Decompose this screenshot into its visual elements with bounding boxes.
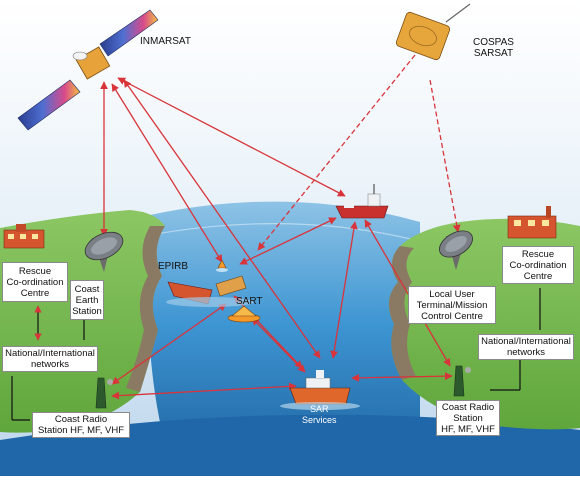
networks-left-line1: National/International (5, 348, 95, 359)
sart-label: SART (236, 296, 263, 307)
rcc-right-line2: Co-ordination (509, 259, 567, 271)
link-ship-epirb (239, 217, 337, 265)
sea-foreground (0, 414, 580, 476)
link-sar-coast-radio-left (111, 382, 297, 400)
link-epirb-coast-radio-left (111, 303, 227, 385)
coast-radio-left-line2: Station HF, MF, VHF (37, 425, 125, 436)
coast-radio-left-line1: Coast Radio (54, 414, 108, 425)
coast-earth-station-box: Coast Earth Station (70, 280, 104, 320)
coast-radio-right-line1: Coast Radio (441, 401, 495, 413)
networks-box-right: National/International networks (478, 334, 574, 360)
networks-left-line2: networks (30, 359, 69, 370)
rcc-box-right: Rescue Co-ordination Centre (502, 246, 574, 284)
coast-radio-right-line2: Station (453, 412, 483, 424)
sar-label-line1: SAR (310, 404, 329, 414)
networks-right-line2: networks (506, 347, 545, 358)
epirb-beacon (216, 259, 228, 272)
rcc-right-line3: Centre (523, 270, 553, 282)
lut-line1: Local User (429, 288, 475, 300)
epirb-label: EPIRB (158, 261, 189, 272)
coast-earth-line3: Station (72, 305, 102, 317)
cospas-sarsat-satellite (395, 3, 471, 61)
sar-label: SAR Services (302, 404, 337, 426)
lut-dish-right (439, 230, 473, 270)
coast-radio-mast-left (95, 377, 113, 409)
coast-earth-line2: Earth (75, 294, 99, 306)
rcc-building-right (507, 206, 557, 239)
link-ship-sar (330, 221, 358, 359)
coast-radio-right-line3: HF, MF, VHF (441, 423, 495, 435)
lut-mcc-box: Local User Terminal/Mission Control Cent… (408, 286, 496, 324)
sinking-vessel (166, 275, 254, 307)
coast-earth-line1: Coast (74, 283, 100, 295)
sart-liferaft (227, 305, 261, 323)
rcc-right-line1: Rescue (521, 248, 555, 260)
rcc-left-line3: Centre (20, 287, 50, 299)
networks-right-line1: National/International (481, 336, 571, 347)
cospas-label-line1: COSPAS (473, 37, 514, 48)
rcc-building-left (3, 224, 45, 249)
coast-radio-mast-right (453, 365, 471, 397)
networks-box-left: National/International networks (2, 346, 98, 372)
link-ship-coast-radio-right (364, 219, 451, 367)
link-epirb-cospas (257, 54, 416, 251)
communication-links (100, 54, 461, 400)
rcc-left-line1: Rescue (18, 265, 52, 277)
coast-radio-box-left: Coast Radio Station HF, MF, VHF (32, 412, 130, 438)
merchant-ship (335, 184, 389, 219)
cospas-label-line2: SARSAT (473, 48, 514, 59)
sar-label-line2: Services (302, 415, 337, 425)
link-cospas-lut (429, 79, 461, 233)
link-sar-coast-radio-right (351, 372, 453, 382)
inmarsat-label: INMARSAT (140, 36, 191, 47)
coast-earth-dish-left (84, 231, 124, 272)
lut-line3: Control Centre (421, 310, 483, 322)
rcc-left-line2: Co-ordination (6, 276, 64, 288)
inmarsat-satellite (17, 9, 159, 131)
rcc-box-left: Rescue Co-ordination Centre (2, 262, 68, 302)
sar-lifeboat (280, 370, 360, 410)
coast-radio-box-right: Coast Radio Station HF, MF, VHF (436, 400, 500, 436)
lut-line2: Terminal/Mission (416, 299, 488, 311)
cospas-label: COSPAS SARSAT (473, 37, 514, 59)
